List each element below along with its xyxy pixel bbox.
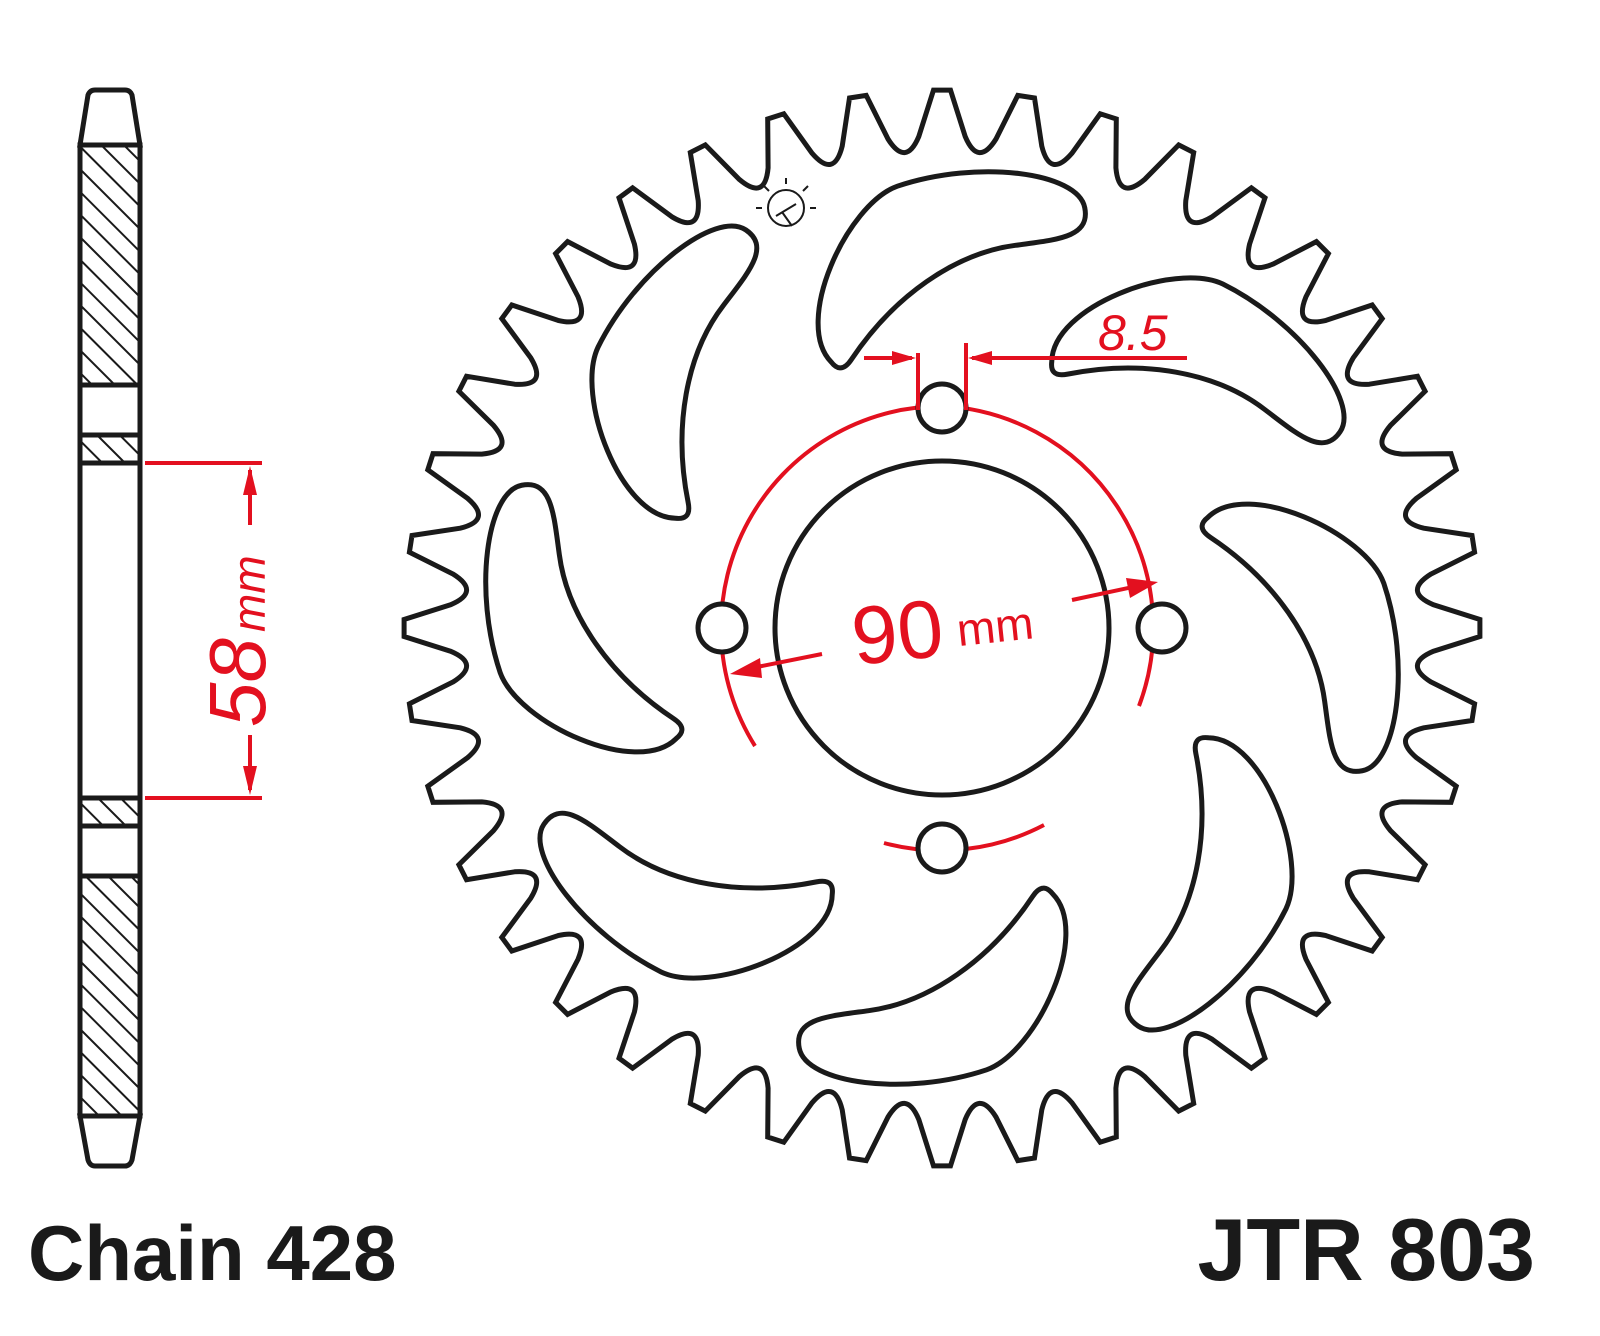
sprocket bbox=[401, 87, 1483, 1169]
bolt-hole bbox=[915, 821, 969, 875]
center-bore bbox=[772, 458, 1112, 798]
slot bbox=[589, 223, 760, 521]
bolt-hole-size: 8.5 bbox=[1098, 305, 1168, 361]
slot bbox=[815, 169, 1088, 371]
offset-value: 58 bbox=[193, 637, 282, 726]
bolt-hole bbox=[915, 381, 969, 435]
brand-logo-icon bbox=[756, 178, 816, 227]
slot bbox=[483, 482, 685, 755]
slot bbox=[1049, 275, 1347, 446]
slot bbox=[1124, 735, 1295, 1033]
offset-unit: mm bbox=[223, 555, 275, 632]
bolt-hole bbox=[1135, 601, 1189, 655]
pcd-dimension bbox=[730, 578, 1158, 678]
slot bbox=[537, 810, 835, 981]
bolt-hole-dimension bbox=[864, 343, 1187, 410]
part-number: JTR 803 bbox=[1197, 1200, 1535, 1299]
slot bbox=[1199, 501, 1401, 774]
offset-dimension bbox=[145, 461, 262, 800]
bolt-hole bbox=[695, 601, 749, 655]
lightening-slots bbox=[483, 169, 1401, 1087]
sprocket-teeth-outline bbox=[401, 87, 1483, 1169]
pcd-unit: mm bbox=[954, 596, 1036, 656]
pcd-value: 90 bbox=[847, 583, 947, 683]
slot bbox=[796, 885, 1069, 1087]
chain-label: Chain 428 bbox=[28, 1209, 396, 1297]
side-profile bbox=[77, 87, 143, 1169]
